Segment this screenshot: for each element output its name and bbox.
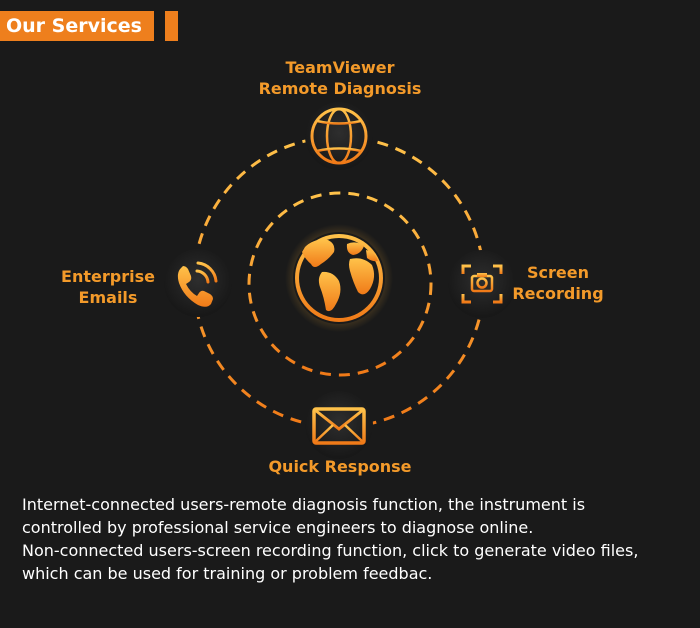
service-label-line: Enterprise <box>61 267 155 286</box>
inner-dashed-ring <box>247 191 433 377</box>
service-label-line: Recording <box>512 284 604 303</box>
screen-record-icon <box>448 250 516 318</box>
service-label-quick-response: Quick Response <box>238 456 442 477</box>
world-map-globe-icon <box>285 224 393 332</box>
service-label-line: TeamViewer <box>285 58 395 77</box>
description-line: controlled by professional service engin… <box>22 518 534 537</box>
service-label-screen-recording: Screen Recording <box>508 262 608 304</box>
service-label-line: Quick Response <box>268 457 412 476</box>
title-accent-bar <box>165 11 178 41</box>
service-label-line: Screen <box>527 263 589 282</box>
services-description: Internet-connected users-remote diagnosi… <box>22 493 692 585</box>
description-line: Internet-connected users-remote diagnosi… <box>22 495 586 514</box>
description-line: which can be used for training or proble… <box>22 564 433 583</box>
service-label-enterprise-emails: Enterprise Emails <box>46 266 170 308</box>
service-label-line: Remote Diagnosis <box>258 79 422 98</box>
services-diagram <box>164 102 516 459</box>
phone-icon <box>164 249 232 317</box>
service-label-line: Emails <box>78 288 138 307</box>
description-line: Non-connected users-screen recording fun… <box>22 541 639 560</box>
section-title: Our Services <box>0 11 154 41</box>
globe-grid-icon <box>305 102 373 170</box>
service-label-teamviewer: TeamViewer Remote Diagnosis <box>230 57 450 99</box>
envelope-icon <box>305 391 373 459</box>
